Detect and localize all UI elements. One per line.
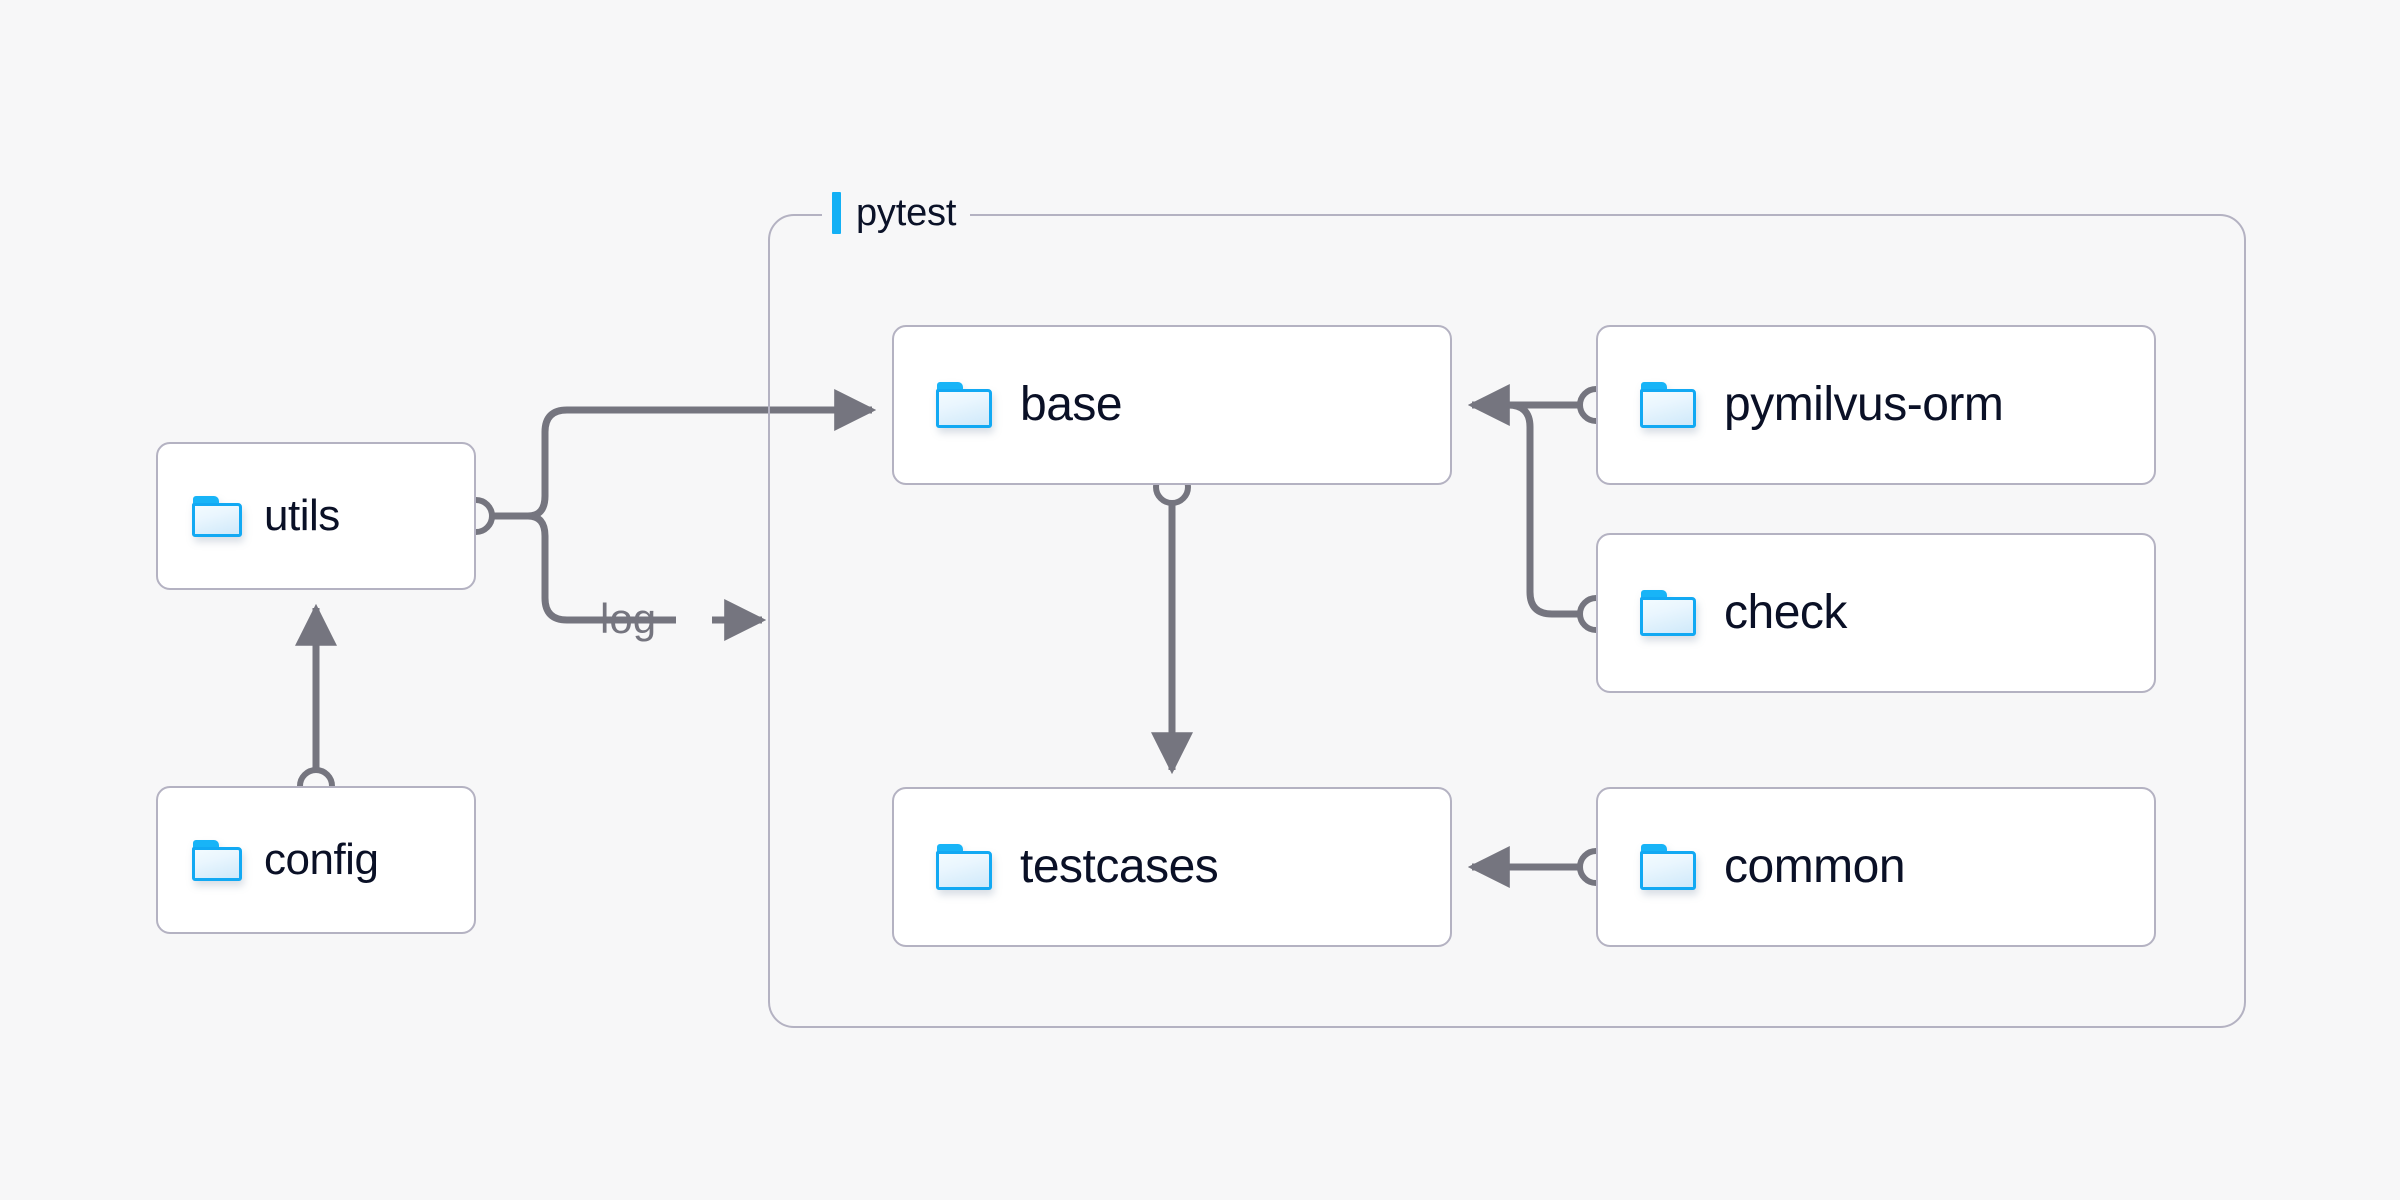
node-config-label: config	[264, 835, 379, 884]
folder-tab	[193, 839, 219, 850]
folder-body	[936, 851, 992, 890]
node-base-label: base	[1020, 378, 1123, 431]
node-utils[interactable]: utils	[156, 442, 476, 590]
accent-bar-icon	[832, 192, 841, 234]
pytest-group-container[interactable]	[768, 214, 2246, 1028]
folder-icon	[1640, 382, 1696, 428]
folder-tab	[937, 382, 963, 392]
node-check[interactable]: check	[1596, 533, 2156, 693]
node-base[interactable]: base	[892, 325, 1452, 485]
node-pymilvus-orm-label: pymilvus-orm	[1724, 378, 2004, 431]
folder-icon	[192, 839, 242, 881]
edge-label-log: log	[600, 595, 657, 642]
node-utils-label: utils	[264, 491, 340, 540]
folder-tab	[937, 844, 963, 854]
folder-icon	[1640, 844, 1696, 890]
folder-body	[192, 502, 242, 537]
node-check-label: check	[1724, 586, 1847, 639]
folder-body	[192, 846, 242, 881]
node-testcases-label: testcases	[1020, 840, 1219, 893]
folder-body	[1640, 851, 1696, 890]
folder-tab	[1641, 590, 1667, 600]
folder-icon	[936, 844, 992, 890]
folder-icon	[192, 495, 242, 537]
folder-body	[936, 389, 992, 428]
node-common-label: common	[1724, 840, 1906, 893]
folder-tab	[1641, 382, 1667, 392]
pytest-group-label: pytest	[822, 190, 971, 236]
folder-tab	[193, 495, 219, 506]
node-testcases[interactable]: testcases	[892, 787, 1452, 947]
folder-icon	[1640, 590, 1696, 636]
folder-icon	[936, 382, 992, 428]
pytest-group-label-text: pytest	[856, 192, 957, 234]
node-common[interactable]: common	[1596, 787, 2156, 947]
node-pymilvus-orm[interactable]: pymilvus-orm	[1596, 325, 2156, 485]
folder-body	[1640, 597, 1696, 636]
folder-body	[1640, 389, 1696, 428]
folder-tab	[1641, 844, 1667, 854]
node-config[interactable]: config	[156, 786, 476, 934]
